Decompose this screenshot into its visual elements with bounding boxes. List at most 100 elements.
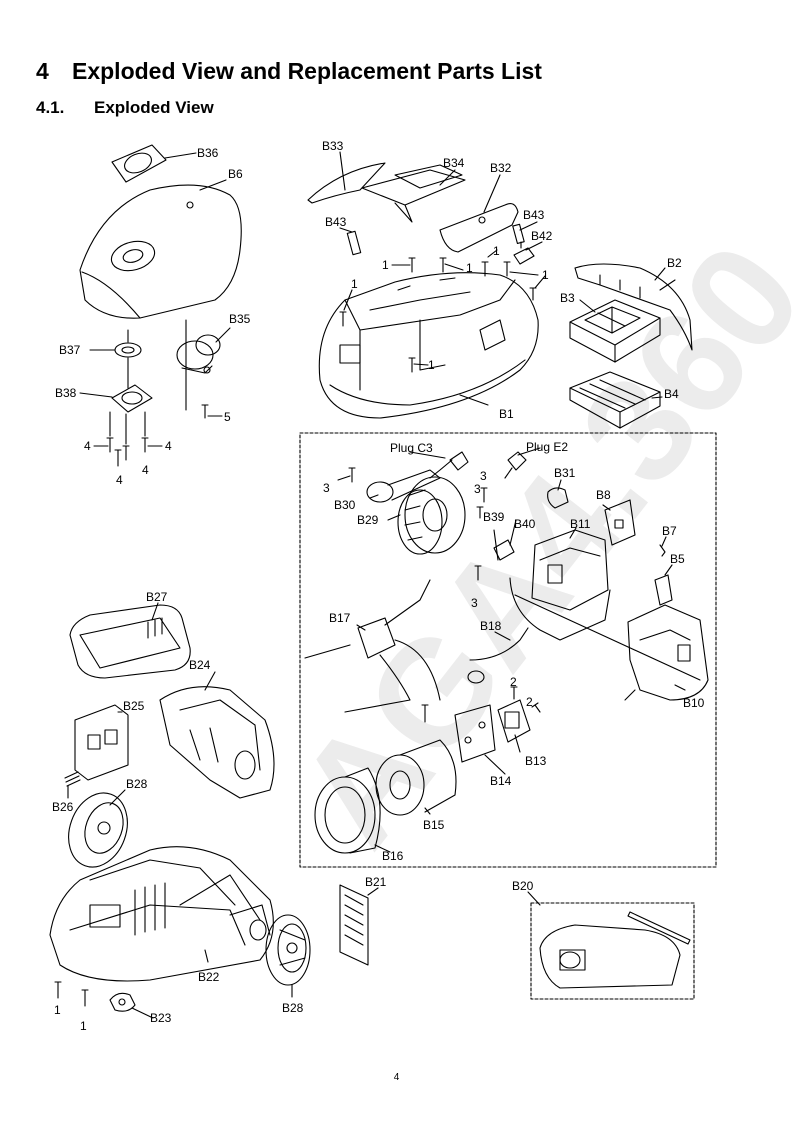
- label-screw-4a: 4: [84, 439, 91, 453]
- label-b18: B18: [480, 619, 502, 633]
- label-b2: B2: [667, 256, 682, 270]
- part-b37-bushing: [114, 342, 142, 358]
- part-b34-exhaust-filter: [361, 164, 466, 223]
- label-b37: B37: [59, 343, 81, 357]
- label-b15: B15: [423, 818, 445, 832]
- part-plug-e2: [504, 451, 527, 479]
- part-b27-bag-frame: [69, 604, 191, 679]
- label-screw-1g: 1: [54, 1003, 61, 1017]
- label-b7: B7: [662, 524, 677, 538]
- label-b29: B29: [357, 513, 379, 527]
- part-b17-terminal-block: [304, 579, 441, 713]
- label-b24: B24: [189, 658, 211, 672]
- label-screw-1a: 1: [382, 258, 389, 272]
- part-b38-bearing-plate: [111, 384, 153, 413]
- part-b2-rear-cover: [574, 263, 693, 351]
- part-b10-motor-housing: [624, 604, 709, 701]
- part-b28-front-wheel: [265, 914, 311, 986]
- label-screw-4c: 4: [142, 463, 149, 477]
- label-b4: B4: [664, 387, 679, 401]
- part-b5-cap: [654, 574, 673, 606]
- label-plug-e2: Plug E2: [526, 440, 568, 454]
- part-b33-grille-cover: [307, 162, 386, 204]
- subsection-number: 4.1.: [36, 98, 65, 117]
- label-b5: B5: [670, 552, 685, 566]
- label-screw-2b: 2: [526, 695, 533, 709]
- part-b6-top-cover: [79, 184, 242, 319]
- part-plug-c3: [429, 451, 469, 479]
- part-b18-cable: [467, 627, 529, 684]
- label-b23: B23: [150, 1011, 172, 1025]
- label-b17: B17: [329, 611, 351, 625]
- label-b10: B10: [683, 696, 705, 710]
- label-screw-1h: 1: [80, 1019, 87, 1033]
- label-b33: B33: [322, 139, 344, 153]
- part-b40-clip: [493, 539, 515, 561]
- page-number: 4: [393, 1072, 400, 1083]
- label-b21: B21: [365, 875, 387, 889]
- label-screw-1b: 1: [466, 261, 473, 275]
- label-screw-1d: 1: [542, 268, 549, 282]
- part-b21-filter-plate: [339, 884, 369, 966]
- label-b31: B31: [554, 466, 576, 480]
- label-b28-upper: B28: [126, 777, 148, 791]
- part-b36-ring: [111, 144, 167, 183]
- part-b7-pin: [659, 544, 666, 557]
- label-b35: B35: [229, 312, 251, 326]
- part-b22-lower-body: [49, 846, 274, 982]
- part-b26-spring: [64, 771, 81, 787]
- label-b30: B30: [334, 498, 356, 512]
- label-b8: B8: [596, 488, 611, 502]
- label-b25: B25: [123, 699, 145, 713]
- part-b13-filter-pad: [497, 699, 531, 743]
- label-screw-4d: 4: [116, 473, 123, 487]
- section-title: Exploded View and Replacement Parts List: [72, 58, 542, 84]
- part-b14-bracket: [454, 704, 496, 763]
- label-b36: B36: [197, 146, 219, 160]
- label-b40: B40: [514, 517, 536, 531]
- label-screw-1c: 1: [493, 244, 500, 258]
- part-b24-upper-body: [159, 686, 275, 799]
- label-screw-1e: 1: [351, 277, 358, 291]
- part-b3-filter-frame: [569, 299, 661, 363]
- label-b22: B22: [198, 970, 220, 984]
- label-b26: B26: [52, 800, 74, 814]
- label-screw-3c: 3: [323, 481, 330, 495]
- subsection-heading: 4.1. Exploded View: [36, 98, 214, 118]
- label-screw-3d: 3: [471, 596, 478, 610]
- label-b43-right: B43: [523, 208, 545, 222]
- label-plug-c3: Plug C3: [390, 441, 433, 455]
- label-b20: B20: [512, 879, 534, 893]
- label-b16: B16: [382, 849, 404, 863]
- part-b31-switch: [547, 487, 569, 509]
- label-b28-lower: B28: [282, 1001, 304, 1015]
- label-screw-2a: 2: [510, 675, 517, 689]
- label-b32: B32: [490, 161, 512, 175]
- label-b6: B6: [228, 167, 243, 181]
- section-number: 4: [36, 58, 49, 84]
- part-b43-spring-right: [512, 223, 525, 245]
- part-b32-handle-cover: [439, 203, 519, 253]
- part-b8-bracket: [604, 499, 636, 546]
- part-b20-paper-bag: [539, 911, 691, 989]
- part-b35-reel: [176, 334, 221, 374]
- label-b13: B13: [525, 754, 547, 768]
- section-heading: 4 Exploded View and Replacement Parts Lis…: [36, 58, 542, 85]
- label-b3: B3: [560, 291, 575, 305]
- label-b14: B14: [490, 774, 512, 788]
- part-b23-caster: [109, 992, 136, 1012]
- subsection-title: Exploded View: [94, 98, 214, 117]
- label-screw-5: 5: [224, 410, 231, 424]
- part-b42-button: [513, 241, 535, 265]
- watermark: AGA4.360: [265, 213, 793, 875]
- label-b34: B34: [443, 156, 465, 170]
- label-b1: B1: [499, 407, 514, 421]
- label-b11: B11: [570, 517, 591, 531]
- label-screw-3a: 3: [480, 469, 487, 483]
- label-b39: B39: [483, 510, 505, 524]
- label-b38: B38: [55, 386, 77, 400]
- label-screw-4b: 4: [165, 439, 172, 453]
- part-b28-rear-wheel: [68, 792, 128, 868]
- label-b42: B42: [531, 229, 553, 243]
- part-b43-spring-left: [346, 230, 362, 256]
